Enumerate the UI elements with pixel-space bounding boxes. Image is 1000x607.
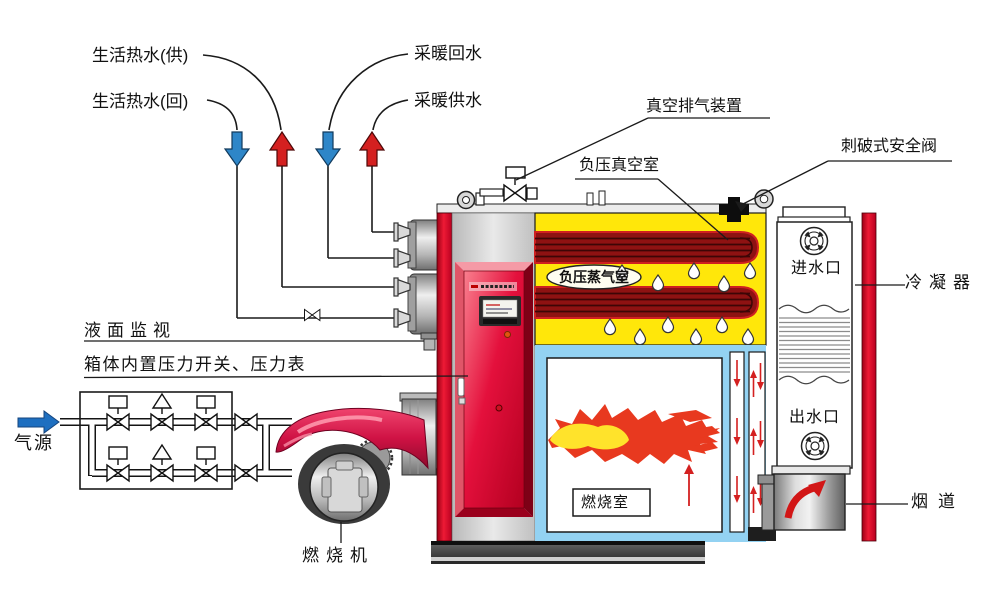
pipe-stubs: [393, 219, 445, 351]
label-heating-supply: 采暖供水: [414, 91, 482, 110]
label-puncture-safety-valve: 刺破式安全阀: [841, 138, 938, 155]
supply-flow-arrow-icon: [268, 130, 386, 167]
burner-unit: [275, 308, 456, 524]
door-handle: [457, 377, 465, 397]
control-door: [455, 262, 533, 517]
valve-train-box: [79, 391, 233, 490]
flue-elbow: [773, 473, 846, 531]
label-domestic-hot-water-supply: 生活热水(供): [92, 46, 189, 65]
condenser-fan-icon: [800, 431, 830, 461]
label-liquid-level-monitor: 液面监视: [84, 321, 176, 340]
condenser-fins: [779, 317, 850, 373]
combustion-chamber-label-box: [572, 488, 651, 517]
flue-flow-arrow-icon: [784, 480, 826, 519]
label-domestic-hot-water-return: 生活热水(回): [92, 92, 189, 111]
flame: [548, 404, 720, 464]
boiler-body: [431, 203, 776, 564]
label-vacuum-chamber: 负压真空室: [579, 157, 660, 174]
puncture-safety-valve-shape: [719, 197, 749, 222]
leader-lines: [83, 117, 952, 543]
label-heating-return: 采暖回水: [414, 44, 482, 63]
valve-train: [106, 392, 258, 482]
label-burner: 燃烧机: [302, 546, 374, 565]
door-indicator: [495, 404, 503, 412]
right-red-wall: [861, 212, 877, 542]
draft-arrow: [684, 464, 694, 506]
label-flue: 烟道: [911, 492, 965, 511]
label-pressure-switch: 箱体内置压力开关、压力表: [84, 355, 306, 374]
control-display: [479, 296, 521, 326]
label-gas-source: 气源: [14, 433, 54, 453]
top-fittings: [456, 166, 774, 222]
gas-flow-arrow-icon: [17, 410, 60, 434]
label-vacuum-exhaust-device: 真空排气装置: [646, 98, 743, 115]
condenser-fan-icon: [799, 226, 829, 256]
left-red-wall: [436, 212, 453, 542]
label-steam-chamber: 负压蒸气室: [559, 269, 629, 285]
label-water-outlet: 出水口: [789, 409, 841, 426]
boiler-base: [431, 541, 705, 564]
label-condenser: 冷凝器: [905, 273, 977, 292]
label-water-inlet: 进水口: [791, 260, 843, 277]
heating-coil-bundle: [534, 231, 760, 319]
condenser-unit: [757, 206, 853, 531]
vacuum-exhaust-valve: [475, 166, 538, 206]
door-button: [504, 331, 511, 338]
top-piping: [202, 53, 409, 319]
flue-side-stub: [761, 483, 775, 531]
return-flow-arrow-icon: [223, 131, 342, 168]
label-combustion-chamber: 燃烧室: [581, 494, 630, 511]
